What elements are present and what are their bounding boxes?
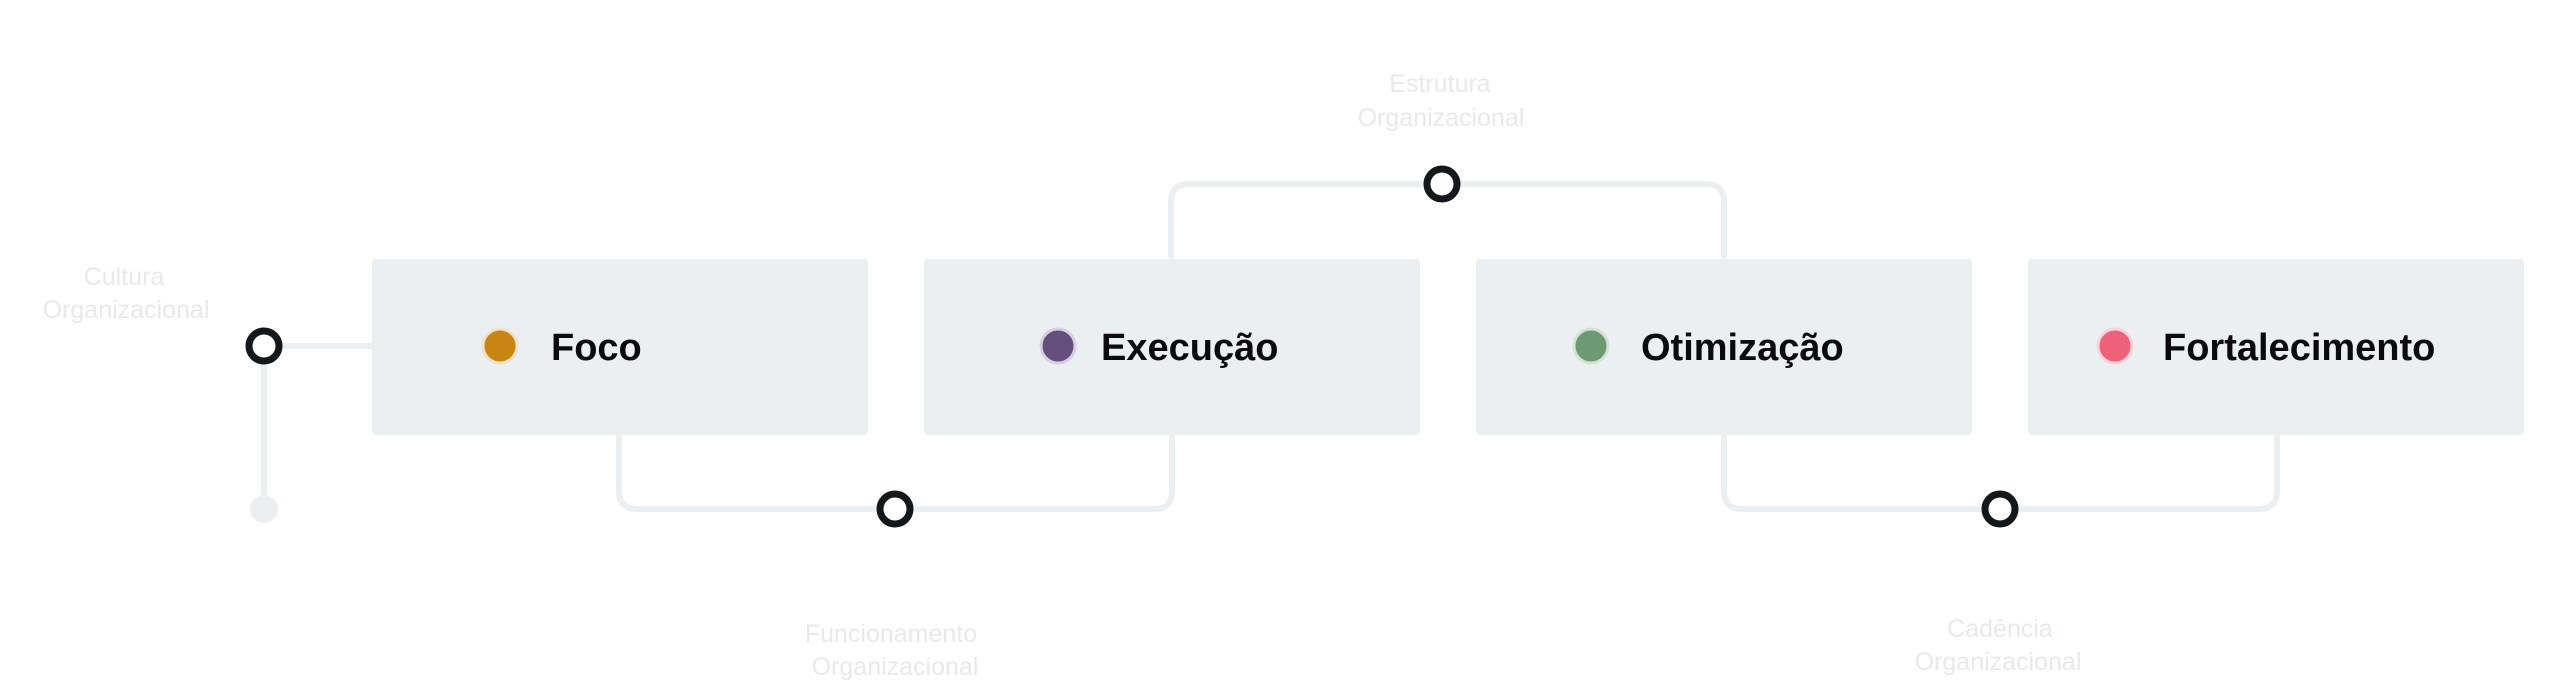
milestone-label-estrutura-line1: Estrutura	[1389, 70, 1491, 98]
milestone-label-cultura-line1: Cultura	[84, 263, 165, 291]
milestone-node-cadencia	[1981, 490, 2019, 528]
stage-otimizacao: Otimização	[1476, 259, 1972, 435]
stage-label-execucao: Execução	[1101, 327, 1278, 369]
milestone-label-funcionamento-line2: Organizacional	[812, 653, 979, 681]
stage-box-otimizacao	[1476, 259, 1972, 435]
milestone-node-estrutura	[1423, 165, 1461, 203]
stage-dot-foco	[481, 327, 519, 365]
stage-dot-execucao	[1039, 327, 1077, 365]
stage-box-fortalecimento	[2028, 259, 2524, 435]
milestone-label-cadencia-line1: Cadência	[1947, 615, 2053, 643]
milestone-label-cultura-line2: Organizacional	[43, 296, 210, 324]
stage-label-foco: Foco	[551, 327, 642, 369]
stage-box-execucao	[924, 259, 1420, 435]
stage-dot-otimizacao	[1572, 327, 1610, 365]
stage-execucao: Execução	[924, 259, 1420, 435]
cultura-connector	[261, 343, 375, 512]
milestone-label-estrutura: Estrutura Organizacional	[1358, 70, 1525, 132]
milestone-label-funcionamento-line1: Funcionamento	[805, 620, 977, 648]
stage-fortalecimento: Fortalecimento	[2028, 259, 2524, 435]
milestone-label-cadencia-line2: Organizacional	[1915, 648, 2082, 676]
milestone-label-cultura: Cultura Organizacional	[43, 263, 210, 324]
stage-label-fortalecimento: Fortalecimento	[2163, 327, 2435, 369]
milestone-node-funcionamento	[876, 490, 914, 528]
stage-box-foco	[372, 259, 868, 435]
milestone-node-cultura	[245, 327, 283, 365]
stage-dot-fortalecimento	[2096, 327, 2134, 365]
stage-foco: Foco	[372, 259, 868, 435]
milestone-label-cadencia: Cadência Organizacional	[1915, 615, 2082, 676]
start-dot	[250, 495, 278, 523]
milestone-label-funcionamento: Funcionamento Organizacional	[805, 620, 979, 681]
stage-label-otimizacao: Otimização	[1641, 327, 1844, 369]
milestone-label-estrutura-line2: Organizacional	[1358, 104, 1525, 132]
